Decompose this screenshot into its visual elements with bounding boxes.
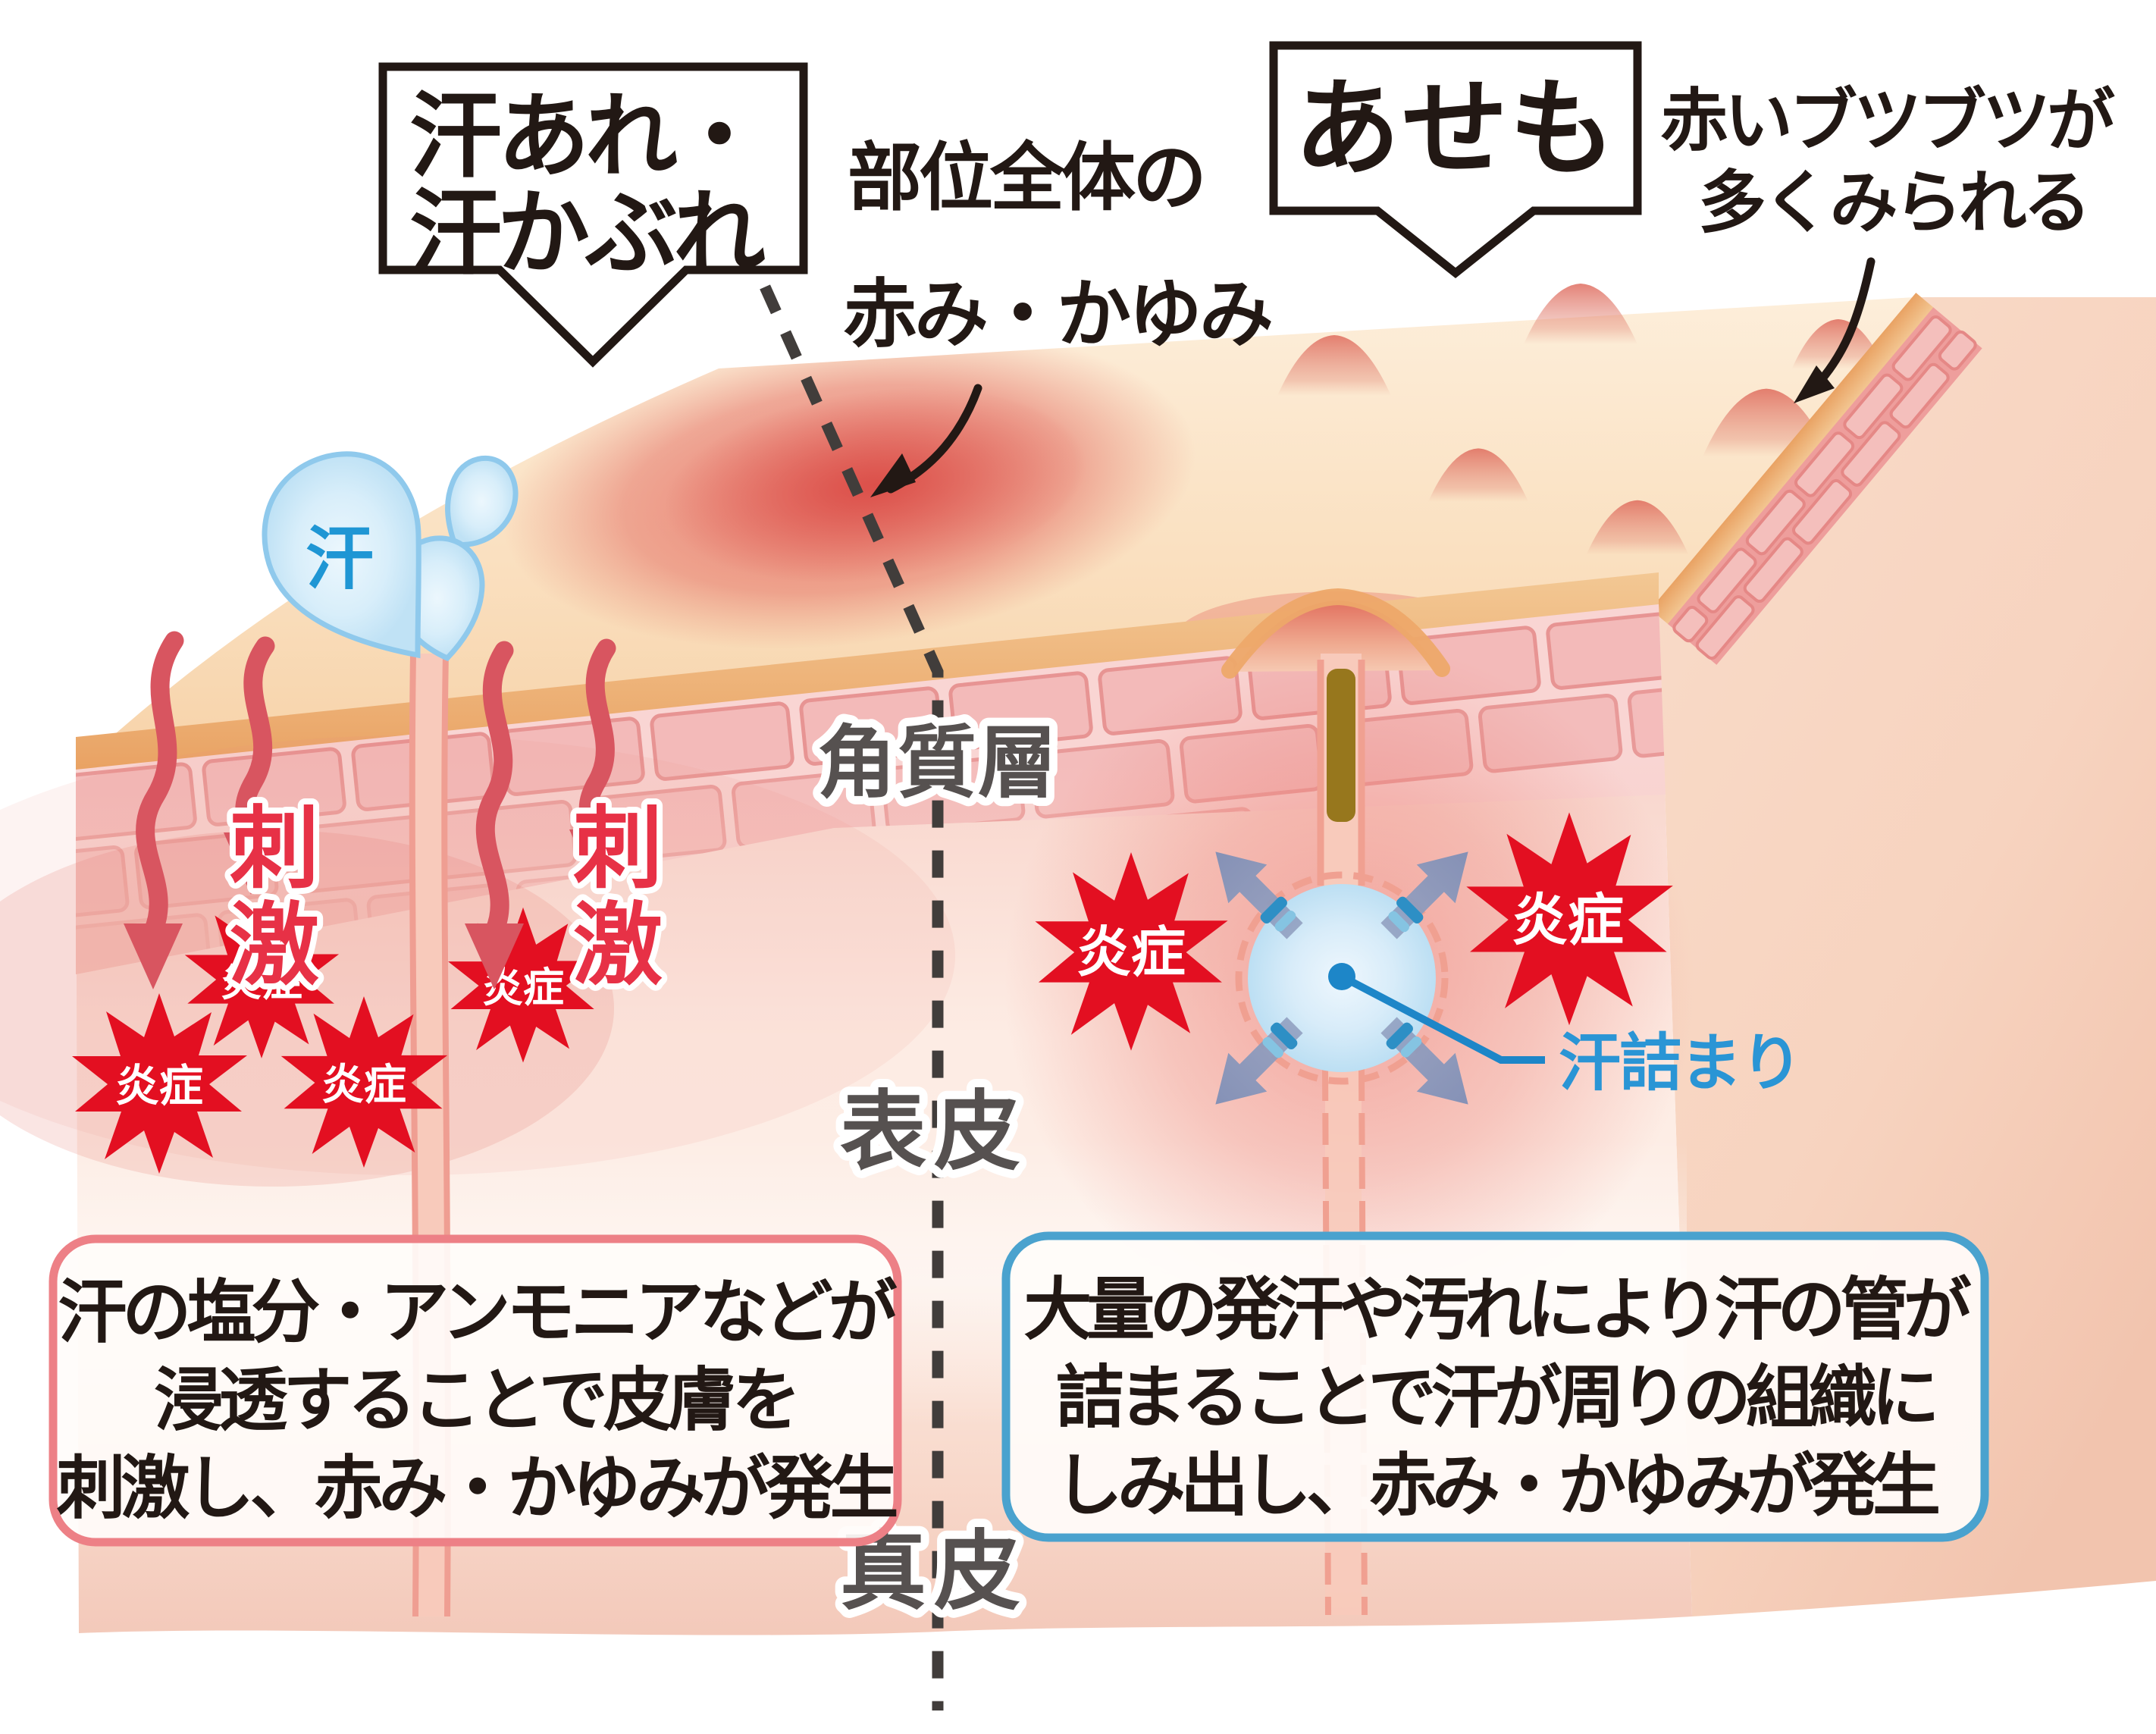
sweat-droplet-icon (445, 455, 519, 548)
sweat-droplet-icon (262, 451, 421, 659)
right-symptom-line: 赤いブツブツが (1660, 83, 2115, 159)
inflammation-label: 炎症 (221, 959, 302, 1005)
right-title-banner: あせも (1269, 41, 1642, 279)
stimulus-label: 刺激 (573, 799, 663, 996)
stimulus-arrowheads (124, 829, 627, 989)
callout-line (1340, 973, 1545, 1064)
stimulus-arrow-icon (578, 638, 616, 848)
callout-anchor-dot (1328, 963, 1355, 990)
divider-dashed-line (719, 193, 944, 1710)
sweat-blockage-callout: 汗詰まり (1328, 963, 1803, 1098)
stratum-corneum-label: 角質層 (817, 720, 1058, 807)
left-description-line: 刺激し、赤み・かゆみが発生 (56, 1450, 896, 1527)
sweat-blockage-label: 汗詰まり (1559, 1029, 1801, 1098)
left-banner-line: 汗あれ・ (409, 85, 761, 188)
epidermis-label: 表皮 (840, 1084, 1028, 1181)
left-description-box: 汗の塩分・アンモニアなどが 浸透することで皮膚を 刺激し、赤み・かゆみが発生 (49, 1234, 902, 1547)
sweat-leak-marks (1260, 896, 1424, 1058)
sweat-label: 汗 (306, 522, 374, 597)
stimulus-arrow-icon (475, 641, 514, 941)
duct-plug (1327, 669, 1355, 822)
left-banner-line: 汗かぶれ (409, 182, 765, 285)
stimulus-label: 刺激 (230, 799, 319, 996)
left-description-line: 浸透することで皮膚を (154, 1362, 796, 1439)
stimulus-arrows (136, 631, 616, 941)
stimulus-arrow-icon (235, 636, 275, 850)
left-symptom-line: 赤み・かゆみ (843, 272, 1271, 356)
stimulus-arrow-icon (136, 631, 184, 941)
inflammation-label: 炎症 (115, 1061, 203, 1111)
left-symptom-line: 部位全体の (848, 136, 1204, 219)
inflammation-label: 炎症 (321, 1061, 406, 1108)
right-description-box: 大量の発汗や汚れにより汗の管が 詰まることで汗が周りの組織に しみ出し、赤み・か… (1001, 1231, 1989, 1542)
sweat-droplets (262, 451, 519, 662)
right-description-line: 大量の発汗や汚れにより汗の管が (1023, 1272, 1971, 1348)
right-description-line: 詰まることで汗が周りの組織に (1055, 1360, 1934, 1436)
cut-stratum-band (1650, 293, 1982, 665)
right-symptom-line: 多くみられる (1698, 165, 2088, 241)
right-banner-label: あせも (1294, 69, 1617, 188)
left-description-line: 汗の塩分・アンモニアなどが (58, 1275, 897, 1351)
inflammation-label: 炎症 (1512, 889, 1624, 952)
inflammation-label: 炎症 (1076, 923, 1186, 983)
annotation-arrowheads (870, 365, 1835, 497)
blocked-duct-surface-bump (1221, 588, 1450, 679)
papule-bump-icon (1524, 284, 1637, 344)
dermis-label: 真皮 (840, 1524, 1028, 1620)
left-title-banner: 汗あれ・ 汗かぶれ (378, 62, 808, 368)
right-description-line: しみ出し、赤み・かゆみが発生 (1054, 1448, 1938, 1524)
